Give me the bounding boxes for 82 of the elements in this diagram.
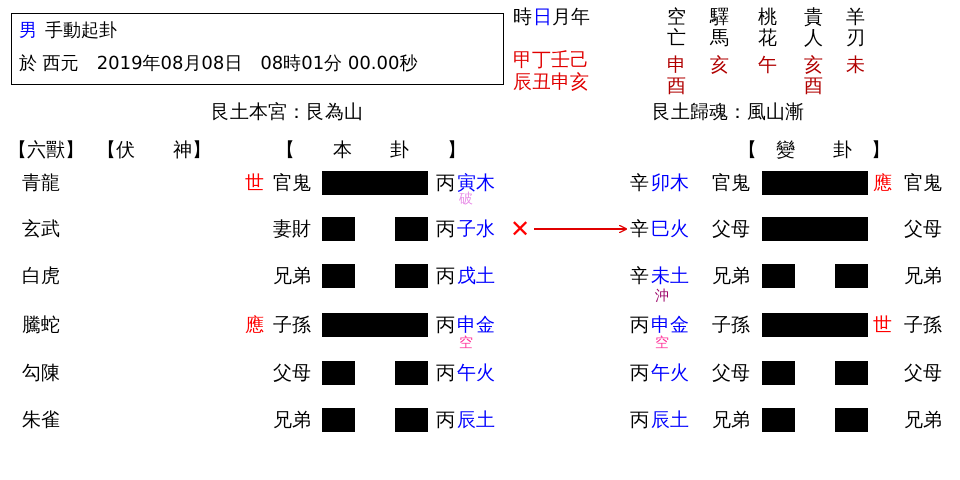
star-heading: 桃花 [758,7,777,49]
column-header: 【 本 卦 】 [276,139,466,161]
branch-text: 辰土 [651,409,689,431]
stem-text: 辛 [630,218,649,240]
relative-text: 官鬼 [273,172,311,194]
status-mark: 破 [459,191,473,207]
palace-text: 艮土本宮：艮為山 [211,101,363,123]
branch-text: 辰土 [457,409,495,431]
pillar-heading: 時 [513,6,532,28]
method-text: 手動起卦 [45,20,117,42]
branch-text: 申金 [651,314,689,336]
status-mark: 沖 [655,288,669,304]
relative-text: 子孫 [904,314,942,336]
star-heading: 空亡 [667,7,686,49]
branch-text: 卯木 [651,172,689,194]
arrow [534,224,628,234]
beast-text: 朱雀 [22,409,60,431]
star-branch: 亥酉 [804,55,823,97]
palace-text: 艮土歸魂：風山漸 [652,101,804,123]
relative-text: 子孫 [273,314,311,336]
beast-text: 白虎 [22,265,60,287]
relative-text: 兄弟 [273,265,311,287]
branch-text: 子水 [457,218,495,240]
branch-text: 辰丑申亥 [513,71,589,93]
relative-text: 父母 [712,218,750,240]
stem-text: 辛 [630,172,649,194]
beast-text: 勾陳 [22,362,60,384]
relative-text: 子孫 [712,314,750,336]
position-marker: 世 [245,172,264,194]
position-marker: 世 [873,314,892,336]
relative-text: 兄弟 [904,265,942,287]
branch-text: 未土 [651,265,689,287]
column-header: 【六獸】 [8,139,84,161]
stem-text: 丙 [630,314,649,336]
date-text: 於 西元 2019年08月08日 08時01分 00.00秒 [19,53,418,75]
stem-text: 丙 [630,362,649,384]
relative-text: 父母 [712,362,750,384]
column-header: 【 變 卦 】 [738,139,890,161]
star-heading: 貴人 [804,7,823,49]
relative-text: 兄弟 [712,409,750,431]
branch-text: 巳火 [651,218,689,240]
pillar-heading: 月年 [552,6,590,28]
stem-text: 丙 [436,409,455,431]
relative-text: 官鬼 [712,172,750,194]
stem-text: 甲丁壬己 [513,49,589,71]
star-branch: 午 [758,54,777,76]
status-mark: 空 [459,335,473,351]
star-heading: 驛馬 [710,7,729,49]
relative-text: 官鬼 [904,172,942,194]
relative-text: 兄弟 [904,409,942,431]
stem-text: 丙 [436,265,455,287]
relative-text: 父母 [904,218,942,240]
gender-text: 男 [19,20,37,42]
pillar-heading: 日 [533,6,552,28]
relative-text: 父母 [273,362,311,384]
stem-text: 辛 [630,265,649,287]
branch-text: 申金 [457,314,495,336]
branch-text: 午火 [651,362,689,384]
stem-text: 丙 [436,218,455,240]
relative-text: 父母 [904,362,942,384]
status-mark: 空 [655,335,669,351]
beast-text: 玄武 [22,218,60,240]
stem-text: 丙 [436,172,455,194]
stem-text: 丙 [630,409,649,431]
branch-text: 午火 [457,362,495,384]
branch-text: 戌土 [457,265,495,287]
relative-text: 妻財 [273,218,311,240]
star-branch: 未 [846,54,865,76]
star-branch: 申酉 [667,55,686,97]
star-heading: 羊刃 [846,7,865,49]
position-marker: 應 [245,314,264,336]
beast-text: 騰蛇 [22,314,60,336]
star-branch: 亥 [710,54,729,76]
header-box [11,13,504,85]
position-marker: 應 [873,172,892,194]
change-mark: ✕ [510,216,530,242]
beast-text: 青龍 [22,172,60,194]
relative-text: 兄弟 [712,265,750,287]
stem-text: 丙 [436,362,455,384]
column-header: 【伏 神】 [97,139,211,161]
stem-text: 丙 [436,314,455,336]
relative-text: 兄弟 [273,409,311,431]
